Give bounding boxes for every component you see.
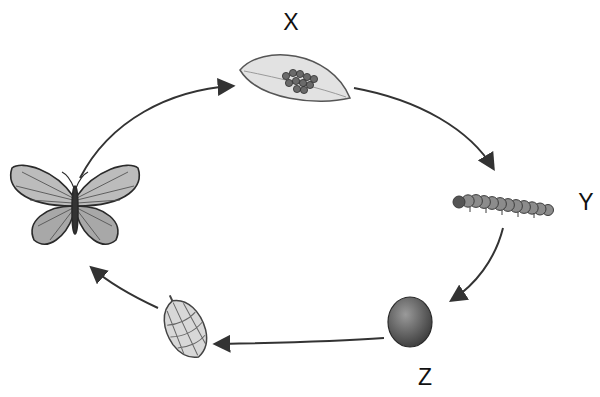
cocoon xyxy=(388,297,432,347)
leaf-with-eggs xyxy=(240,55,350,101)
cycle-arrows xyxy=(80,86,503,344)
stage-label: Y xyxy=(578,191,593,214)
stage-label: Z xyxy=(418,366,432,389)
stage-label: X xyxy=(283,11,298,34)
chrysalis xyxy=(153,287,216,364)
caterpillar xyxy=(453,195,554,218)
butterfly xyxy=(11,165,139,244)
